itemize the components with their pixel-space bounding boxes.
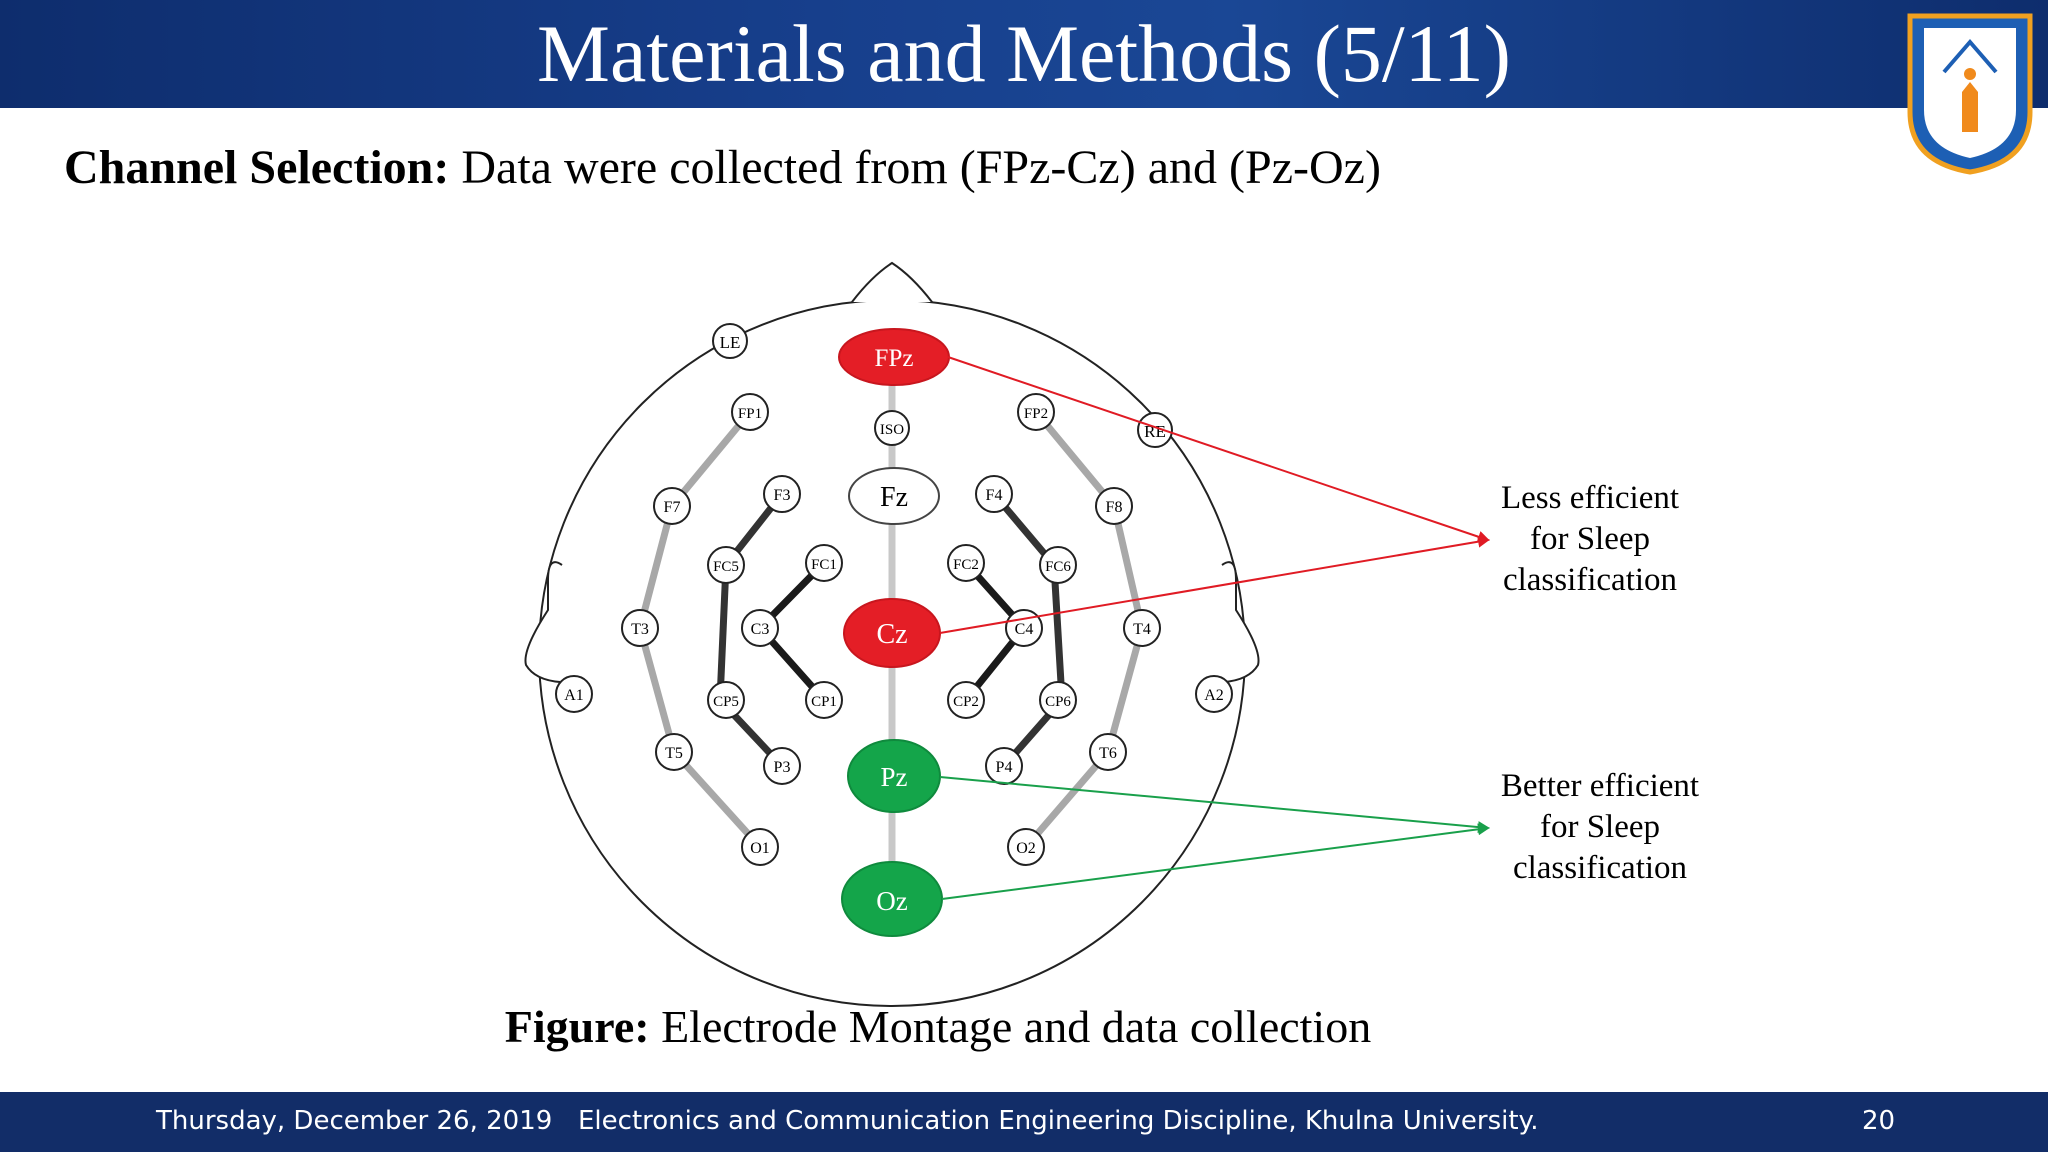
title-bar bbox=[0, 0, 2048, 108]
electrode-T5: T5 bbox=[655, 733, 693, 771]
electrode-ISO: ISO bbox=[874, 410, 910, 446]
electrode-label: C3 bbox=[751, 621, 770, 638]
footer-bar: Thursday, December 26, 2019 Electronics … bbox=[0, 1092, 2048, 1152]
electrode-T3: T3 bbox=[621, 609, 659, 647]
right-mid-chain bbox=[991, 491, 1066, 769]
electrode-CP5: CP5 bbox=[707, 681, 745, 719]
electrode-Pz: Pz bbox=[847, 739, 941, 813]
electrode-label: CP2 bbox=[953, 694, 979, 710]
electrode-label: RE bbox=[1144, 422, 1166, 441]
electrode-label: P4 bbox=[996, 759, 1013, 776]
electrode-T4: T4 bbox=[1123, 609, 1161, 647]
electrode-label: CP6 bbox=[1045, 694, 1071, 710]
electrode-label: Cz bbox=[876, 619, 907, 650]
arrow-fpz-less bbox=[947, 356, 1490, 543]
electrode-label: F3 bbox=[774, 487, 791, 504]
caption-body: Electrode Montage and data collection bbox=[649, 1001, 1372, 1052]
arrow-oz-better bbox=[941, 823, 1490, 900]
subtitle-label: Channel Selection: bbox=[64, 141, 450, 194]
electrode-FC2: FC2 bbox=[947, 544, 985, 582]
annotation-line: classification bbox=[1512, 850, 1688, 886]
electrode-O2: O2 bbox=[1007, 828, 1045, 866]
electrode-FC5: FC5 bbox=[707, 546, 745, 584]
right-ear bbox=[1221, 561, 1260, 683]
electrode-label: O2 bbox=[1016, 840, 1036, 857]
electrode-FPz: FPz bbox=[838, 328, 950, 386]
page-number: 20 bbox=[1862, 1106, 1896, 1136]
electrode-C4: C4 bbox=[1005, 609, 1043, 647]
electrode-label: CP1 bbox=[811, 694, 837, 710]
electrode-label: A1 bbox=[564, 687, 584, 704]
annotation-line: Less efficient bbox=[1500, 480, 1680, 516]
electrode-label: T5 bbox=[665, 745, 683, 762]
electrode-label: A2 bbox=[1204, 687, 1224, 704]
electrode-label: F8 bbox=[1106, 499, 1123, 516]
annotation-line: for Sleep bbox=[1529, 521, 1651, 557]
footer-organization: Electronics and Communication Engineerin… bbox=[578, 1106, 1539, 1136]
electrode-label: ISO bbox=[880, 422, 904, 438]
electrode-Cz: Cz bbox=[843, 598, 941, 668]
electrode-FC1: FC1 bbox=[805, 544, 843, 582]
electrode-label: O1 bbox=[750, 840, 770, 857]
better-efficient-note: Better efficient for Sleep classificatio… bbox=[1470, 766, 1730, 889]
electrode-label: C4 bbox=[1015, 621, 1034, 638]
electrode-A2: A2 bbox=[1195, 675, 1233, 713]
electrode-label: FPz bbox=[875, 345, 914, 372]
channel-selection-text: Channel Selection: Data were collected f… bbox=[64, 140, 1381, 195]
electrode-FP2: FP2 bbox=[1017, 393, 1055, 431]
electrode-C3: C3 bbox=[741, 609, 779, 647]
less-efficient-note: Less efficient for Sleep classification bbox=[1470, 478, 1710, 601]
electrode-P3: P3 bbox=[763, 747, 801, 785]
figure-caption: Figure: Electrode Montage and data colle… bbox=[0, 1000, 1876, 1053]
electrode-Fz: Fz bbox=[848, 467, 940, 525]
electrode-label: FC1 bbox=[811, 557, 837, 573]
electrode-label: Pz bbox=[881, 762, 908, 792]
electrode-CP6: CP6 bbox=[1039, 681, 1077, 719]
left-mid-chain bbox=[716, 491, 785, 769]
electrode-F8: F8 bbox=[1095, 487, 1133, 525]
annotation-line: for Sleep bbox=[1539, 809, 1661, 845]
electrode-label: P3 bbox=[774, 759, 791, 776]
electrode-F3: F3 bbox=[763, 475, 801, 513]
arrow-cz-less bbox=[939, 535, 1490, 634]
electrode-F4: F4 bbox=[975, 475, 1013, 513]
electrode-label: F4 bbox=[986, 487, 1003, 504]
electrode-P4: P4 bbox=[985, 747, 1023, 785]
electrode-T6: T6 bbox=[1089, 733, 1127, 771]
electrode-O1: O1 bbox=[741, 828, 779, 866]
arrow-pz-better bbox=[939, 776, 1490, 834]
slide-title: Materials and Methods (5/11) bbox=[537, 8, 1511, 99]
electrode-RE: RE bbox=[1137, 412, 1173, 448]
electrode-label: F7 bbox=[664, 499, 681, 516]
electrode-Oz: Oz bbox=[841, 861, 943, 937]
electrode-label: Fz bbox=[880, 482, 908, 513]
electrode-label: FC5 bbox=[713, 559, 739, 575]
annotation-line: Better efficient bbox=[1500, 768, 1700, 804]
electrode-label: FC6 bbox=[1045, 559, 1071, 575]
electrode-label: Oz bbox=[876, 886, 907, 916]
electrode-label: LE bbox=[720, 333, 741, 352]
left-ear bbox=[524, 561, 563, 683]
electrode-label: FC2 bbox=[953, 557, 979, 573]
footer-date: Thursday, December 26, 2019 bbox=[156, 1106, 553, 1136]
electrode-F7: F7 bbox=[653, 487, 691, 525]
electrode-CP1: CP1 bbox=[805, 681, 843, 719]
electrode-label: T6 bbox=[1099, 745, 1117, 762]
electrode-label: CP5 bbox=[713, 694, 739, 710]
electrode-LE: LE bbox=[712, 323, 748, 359]
electrode-CP2: CP2 bbox=[947, 681, 985, 719]
nose bbox=[851, 261, 933, 303]
university-logo bbox=[1907, 13, 2033, 175]
annotation-line: classification bbox=[1502, 562, 1678, 598]
electrode-FC6: FC6 bbox=[1039, 546, 1077, 584]
electrode-label: T3 bbox=[631, 621, 649, 638]
electrode-label: T4 bbox=[1133, 621, 1151, 638]
electrode-A1: A1 bbox=[555, 675, 593, 713]
electrode-label: FP2 bbox=[1024, 406, 1048, 422]
electrode-label: FP1 bbox=[738, 406, 762, 422]
electrode-FP1: FP1 bbox=[731, 393, 769, 431]
caption-label: Figure: bbox=[504, 1001, 650, 1052]
subtitle-body: Data were collected from (FPz-Cz) and (P… bbox=[449, 141, 1381, 194]
